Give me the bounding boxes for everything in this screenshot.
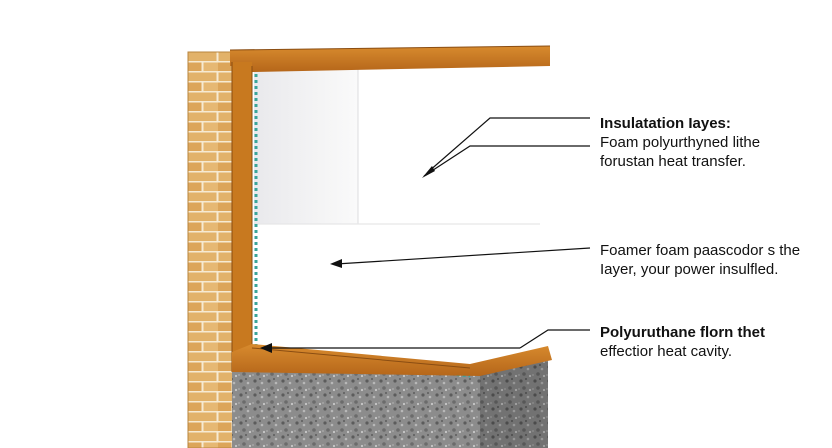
brick-wall-icon — [187, 51, 235, 448]
callout-line: Foam polyurthyned lithe — [600, 134, 761, 151]
leader-line-2 — [330, 247, 591, 268]
callout-heading: Insulatation Iayes: — [600, 115, 731, 132]
callout-line: Foamer foam paascodor s the — [600, 242, 801, 259]
callout-insulation-layers: Insulatation Iayes: Foam polyurthyned li… — [600, 114, 760, 171]
wooden-frame — [229, 45, 552, 376]
concrete-base — [232, 355, 548, 448]
arrow-icon — [422, 166, 435, 178]
callout-line: effectior heat cavity. — [600, 343, 733, 360]
callout-foam-layer: Foamer foam paascodor s the Iayer, your … — [600, 241, 800, 279]
callout-heading: Polyuruthane florn thet — [600, 324, 765, 341]
arrow-icon — [260, 343, 272, 353]
leader-line-3 — [260, 329, 590, 353]
arrow-icon — [330, 259, 342, 268]
callout-polyurethane: Polyuruthane florn thet effectior heat c… — [600, 323, 765, 361]
callout-line: forustan heat transfer. — [600, 153, 746, 170]
insulation-cavity — [252, 66, 546, 356]
leader-line-1 — [422, 117, 590, 178]
callout-line: Iayer, your power insulfled. — [600, 261, 779, 278]
